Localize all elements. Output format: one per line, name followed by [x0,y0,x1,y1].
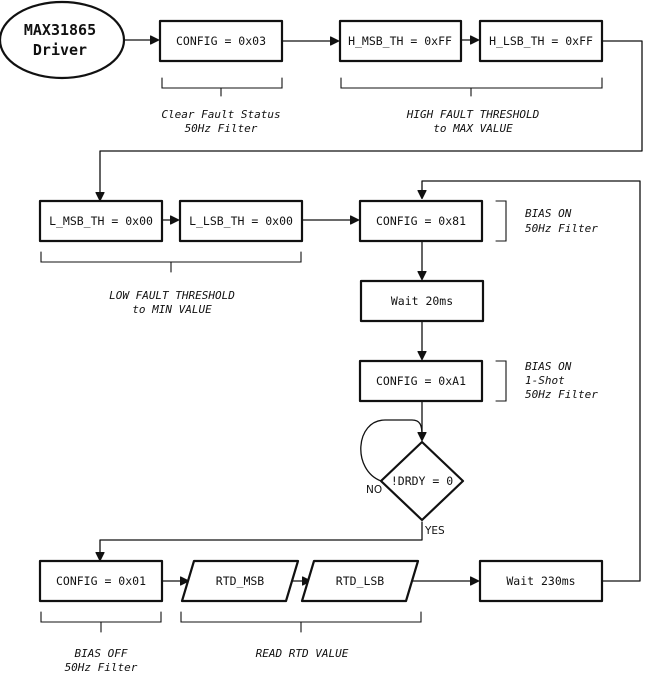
step-config-81-box [358,199,484,243]
step-config-81-label: CONFIG = 0x81 [376,214,466,228]
step-config-03: CONFIG = 0x03 [158,19,284,63]
step-wait-230-label: Wait 230ms [506,574,575,588]
note-low-fault-line2: to MIN VALUE [132,303,212,316]
step-wait-20: Wait 20ms [359,279,485,323]
step-h-lsb: H_LSB_TH = 0xFF [478,19,604,63]
brace-low-fault [40,251,302,273]
edge-label-yes: YES [424,525,445,537]
step-h-lsb-label: H_LSB_TH = 0xFF [489,34,593,48]
arrow-wait-230-to-config-81 [422,180,641,582]
note-bias-on-1-line2: 50Hz Filter [525,222,598,235]
decision-drdy-diamond [379,440,465,522]
note-bias-on-2-line2: 1-Shot [525,374,565,387]
step-rtd-msb-label: RTD_MSB [216,574,265,588]
note-bias-on-1-line1: BIAS ON [525,207,572,220]
note-read-rtd: READ RTD VALUE [256,647,349,660]
brace-read-rtd [180,611,422,633]
step-config-03-label: CONFIG = 0x03 [176,34,266,48]
start-ellipse [0,0,126,80]
step-config-81: CONFIG = 0x81 [358,199,484,243]
note-bias-on-2-line3: 50Hz Filter [525,388,598,401]
note-clear-fault-line1: Clear Fault Status [161,108,280,121]
step-wait-20-box [359,279,485,323]
decision-drdy: !DRDY = 0 [379,440,465,522]
note-high-fault-line2: to MAX VALUE [433,122,513,135]
note-low-fault-line1: LOW FAULT THRESHOLD [109,289,235,302]
note-bias-on-2-line1: BIAS ON [525,360,572,373]
step-config-a1: CONFIG = 0xA1 [358,359,484,403]
step-wait-230: Wait 230ms [478,559,604,603]
step-config-a1-label: CONFIG = 0xA1 [376,374,466,388]
edge-label-no: NO [366,484,382,496]
step-config-01-box [38,559,164,603]
step-config-03-box [158,19,284,63]
arrow-drdy-yes-to-config-01 [100,521,423,560]
brace-high-fault [340,77,603,97]
step-l-msb-box [38,199,164,243]
step-h-lsb-box [478,19,604,63]
step-config-a1-box [358,359,484,403]
step-rtd-lsb-label: RTD_LSB [336,574,385,588]
connectors [100,40,643,582]
step-l-lsb-label: L_LSB_TH = 0x00 [189,214,293,228]
step-rtd-msb-parallelogram [180,559,300,603]
brace-bias-on-1 [495,200,507,242]
arrow-h-lsb-to-l-msb [100,40,643,200]
note-clear-fault-line2: 50Hz Filter [185,122,258,135]
step-wait-20-label: Wait 20ms [391,294,453,308]
note-bias-off-line1: BIAS OFF [75,647,128,660]
step-l-lsb: L_LSB_TH = 0x00 [178,199,304,243]
decision-drdy-label: !DRDY = 0 [391,474,453,488]
step-rtd-msb: RTD_MSB [180,559,300,603]
step-h-msb-box [338,19,463,63]
step-rtd-lsb: RTD_LSB [300,559,420,603]
step-wait-230-box [478,559,604,603]
step-h-msb: H_MSB_TH = 0xFF [338,19,463,63]
step-l-msb: L_MSB_TH = 0x00 [38,199,164,243]
step-l-msb-label: L_MSB_TH = 0x00 [49,214,153,228]
step-config-01-label: CONFIG = 0x01 [56,574,146,588]
note-bias-off-line2: 50Hz Filter [65,661,138,674]
arrow-drdy-no-loop [360,419,423,482]
brace-bias-on-2 [495,360,507,402]
brace-clear-fault [161,77,283,97]
step-config-01: CONFIG = 0x01 [38,559,164,603]
step-l-lsb-box [178,199,304,243]
start-node: MAX31865 Driver [0,0,126,80]
step-h-msb-label: H_MSB_TH = 0xFF [348,34,452,48]
start-subtitle: Driver [33,41,87,59]
start-title: MAX31865 [24,21,96,39]
brace-bias-off [40,611,162,633]
note-high-fault-line1: HIGH FAULT THRESHOLD [406,108,540,121]
step-rtd-lsb-parallelogram [300,559,420,603]
